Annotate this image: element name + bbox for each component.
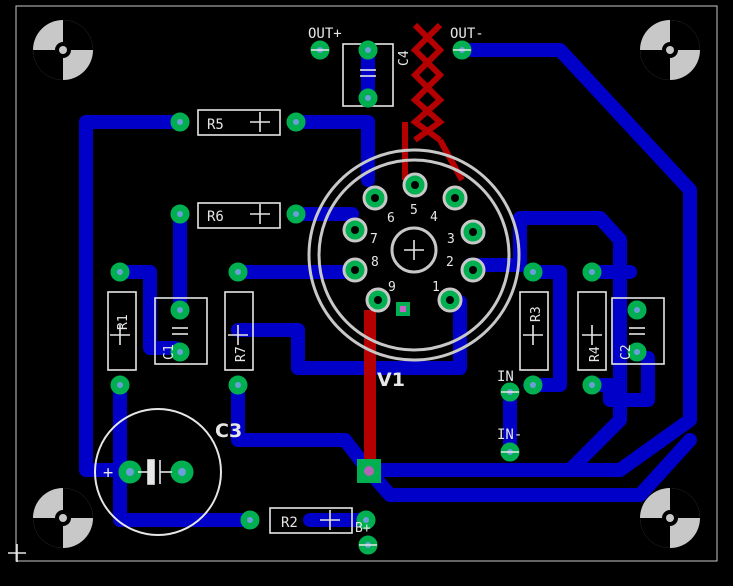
tube-pin-number-4: 4 bbox=[430, 210, 438, 225]
board-outline bbox=[15, 5, 718, 562]
tube-pin-number-7: 7 bbox=[370, 232, 378, 247]
mounting-hole-top-left bbox=[33, 20, 93, 80]
label-c4: C4 bbox=[397, 50, 412, 66]
label-b-plus: B+ bbox=[355, 521, 371, 536]
label-r6: R6 bbox=[207, 209, 224, 225]
via-square-hole bbox=[364, 466, 374, 476]
label-r4: R4 bbox=[588, 346, 603, 362]
pad-holes bbox=[117, 47, 640, 548]
mounting-hole-bottom-left bbox=[33, 488, 93, 548]
tube-pin-number-8: 8 bbox=[371, 255, 379, 270]
label-out-plus: OUT+ bbox=[308, 26, 342, 42]
label-out-minus: OUT- bbox=[450, 26, 484, 42]
tube-pin-number-1: 1 bbox=[432, 280, 440, 295]
mounting-hole-top-right bbox=[640, 20, 700, 80]
label-in: IN bbox=[497, 369, 514, 385]
label-r2: R2 bbox=[281, 515, 298, 531]
top-traces bbox=[367, 22, 465, 470]
label-in-minus: IN- bbox=[497, 427, 522, 443]
tube-pin-square-hole bbox=[400, 306, 406, 312]
label-r5: R5 bbox=[207, 117, 224, 133]
label-c3: C3 bbox=[215, 420, 242, 442]
label-r3: R3 bbox=[529, 306, 544, 322]
label-c3-plus: + bbox=[103, 463, 113, 483]
tube-pin-number-2: 2 bbox=[446, 255, 454, 270]
label-c1: C1 bbox=[162, 344, 177, 360]
label-v1: V1 bbox=[377, 369, 405, 391]
component-symbols bbox=[8, 49, 645, 562]
tube-socket-rings bbox=[307, 148, 521, 362]
top-trace-via-column bbox=[364, 310, 376, 470]
tube-pin-number-5: 5 bbox=[410, 203, 418, 218]
tube-pin-number-6: 6 bbox=[387, 211, 395, 226]
tube-pin-number-3: 3 bbox=[447, 232, 455, 247]
label-r1: R1 bbox=[116, 314, 131, 330]
label-c2: C2 bbox=[619, 344, 634, 360]
c3-outline bbox=[94, 408, 222, 536]
tube-pin-number-9: 9 bbox=[388, 280, 396, 295]
label-r7: R7 bbox=[234, 346, 249, 362]
tube-pin-holes bbox=[351, 181, 477, 304]
mounting-hole-bottom-right bbox=[640, 488, 700, 548]
